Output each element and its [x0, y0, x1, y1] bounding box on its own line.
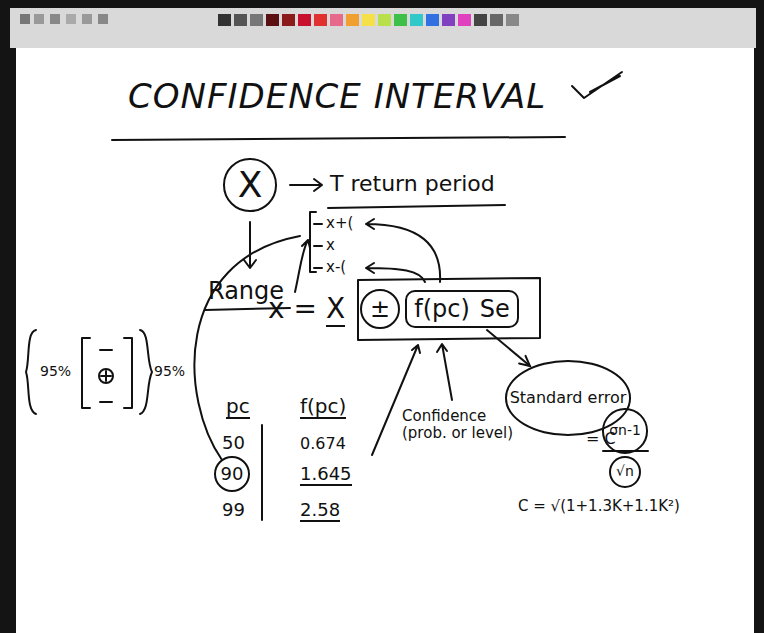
- arrow-head: [519, 356, 530, 366]
- formula-box: f(pc) Se: [405, 290, 519, 328]
- arrow: [295, 240, 310, 292]
- plus-circle: [99, 369, 113, 383]
- formula-box: [358, 278, 540, 340]
- formula-text: x =: [268, 294, 317, 325]
- variable-circle: X: [223, 158, 277, 212]
- arrow: [437, 344, 452, 400]
- bracket: [82, 338, 90, 408]
- check-mark: [572, 72, 622, 98]
- table-cell: 50: [222, 433, 245, 453]
- leader-curve: [194, 236, 300, 460]
- arrow: [244, 222, 256, 268]
- arrow: [290, 179, 322, 191]
- color-palette: [218, 14, 519, 26]
- node-text: f(pc): [414, 296, 470, 322]
- bracket: [310, 212, 316, 272]
- connector-line: [486, 329, 530, 366]
- arrow: [366, 219, 440, 282]
- underline: [328, 205, 505, 208]
- title: CONFIDENCE INTERVAL: [128, 78, 546, 115]
- plus-sign: [101, 371, 111, 381]
- node-text: σn-1: [609, 423, 641, 438]
- connector: [486, 329, 530, 366]
- curly-brace: [140, 330, 152, 414]
- denominator-circle: √n: [609, 456, 641, 488]
- formula-text: X: [326, 294, 345, 327]
- range-value: x: [326, 237, 335, 254]
- range-value: x-(: [326, 259, 346, 276]
- title-underline: [112, 137, 565, 140]
- table-header: pc: [226, 395, 250, 419]
- curly-brace: [26, 330, 36, 414]
- node-text: X: [238, 165, 263, 205]
- tick-marks: [314, 224, 322, 268]
- toolbar-icons: [20, 14, 108, 24]
- node-text: ±: [370, 296, 390, 322]
- table-cell: 1.645: [300, 464, 352, 486]
- node-text: 90: [221, 464, 244, 484]
- bracket: [124, 338, 132, 408]
- node-text: √n: [616, 464, 634, 479]
- table-header: f(pc): [300, 395, 346, 419]
- numerator-circle: σn-1: [602, 408, 648, 454]
- node-text: Se: [480, 296, 510, 322]
- range-value: x+(: [326, 215, 353, 232]
- table-divider: [261, 425, 263, 520]
- note-text: T return period: [330, 172, 495, 196]
- formula-text: C = √(1+1.3K+1.1K²): [518, 498, 680, 515]
- bracket-label: 95%: [40, 364, 71, 379]
- note-text: Confidence (prob. or level): [402, 408, 522, 441]
- node-text: Standard error: [510, 389, 627, 407]
- tick-marks: [100, 350, 112, 402]
- bracket-label: 95%: [154, 364, 185, 379]
- sign-circle: ±: [360, 289, 400, 329]
- table-cell: 2.58: [300, 500, 340, 522]
- table-cell: 99: [222, 500, 245, 520]
- fraction-line: [603, 450, 648, 452]
- table-cell: 0.674: [300, 435, 346, 453]
